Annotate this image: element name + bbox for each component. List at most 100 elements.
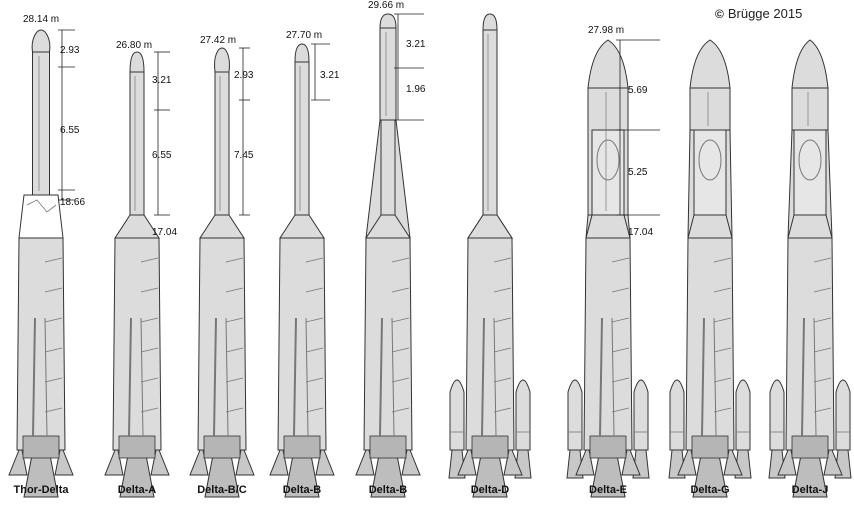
second-stage xyxy=(591,129,625,216)
feed-line xyxy=(611,317,615,437)
feed-line xyxy=(379,317,383,437)
rocket-drawing xyxy=(104,51,170,498)
rocket-name: Delta-B xyxy=(282,484,322,496)
dimension-label: 5.25 xyxy=(628,167,648,178)
feed-line xyxy=(481,317,485,437)
stage-rib xyxy=(493,287,512,293)
stage-rib xyxy=(611,317,630,323)
fin-left xyxy=(575,443,595,476)
fin-right xyxy=(723,443,743,476)
upper-stage xyxy=(129,71,145,216)
upper-stage xyxy=(689,87,731,131)
stage-rib xyxy=(611,347,630,353)
stage-rib xyxy=(391,407,410,413)
stage-rib xyxy=(44,257,63,263)
nose-cone xyxy=(214,47,230,73)
rocket-drawing xyxy=(768,39,852,498)
booster xyxy=(567,379,583,451)
stage-rib xyxy=(305,377,324,383)
rocket-name: Delta-A xyxy=(117,484,157,496)
feed-line xyxy=(599,317,603,437)
dimension-label: 6.55 xyxy=(60,125,80,136)
dimension-label: 3.21 xyxy=(152,75,172,86)
stage-rib xyxy=(813,347,832,353)
dimension-label: 6.55 xyxy=(152,150,172,161)
stage-rib xyxy=(713,377,732,383)
fin-right xyxy=(621,443,641,476)
nose-cone xyxy=(379,13,397,29)
rocket-name: Delta-B xyxy=(368,484,408,496)
stage-rib xyxy=(140,407,159,413)
upper-stage xyxy=(482,29,498,216)
first-stage xyxy=(785,237,835,451)
feed-line xyxy=(701,317,705,437)
height-label: 29.66 m xyxy=(368,0,404,11)
booster xyxy=(633,379,649,451)
rocket-drawing xyxy=(355,13,421,498)
stage-rib xyxy=(44,377,63,383)
interstage xyxy=(199,214,245,239)
feed-line xyxy=(225,317,229,437)
stage-rib xyxy=(813,377,832,383)
stage-rib xyxy=(44,347,63,353)
copyright-text: Brügge 2015 xyxy=(727,6,803,21)
height-label: 26.80 m xyxy=(116,40,152,51)
engine-section xyxy=(22,435,60,459)
interstage xyxy=(279,214,325,239)
engine-section xyxy=(203,435,241,459)
rocket-drawing xyxy=(8,29,74,498)
dimension-label: 2.93 xyxy=(60,45,80,56)
stage-rib xyxy=(305,317,324,323)
stage-rib xyxy=(225,287,244,293)
stage-rib xyxy=(305,407,324,413)
feed-line xyxy=(801,317,805,437)
fin-right xyxy=(503,443,523,476)
stage-rib xyxy=(305,347,324,353)
feed-line xyxy=(128,317,132,437)
fin-right xyxy=(401,443,421,476)
stage-rib xyxy=(611,377,630,383)
dimension-label: 3.21 xyxy=(320,70,340,81)
fin-left xyxy=(269,443,289,476)
stage-rib xyxy=(493,257,512,263)
first-stage xyxy=(583,237,633,451)
payload-shroud-cutaway xyxy=(18,194,64,239)
stage-rib xyxy=(140,317,159,323)
upper-stage xyxy=(791,87,829,131)
stage-rib xyxy=(225,377,244,383)
copyright-notice: ©Brügge 2015 xyxy=(715,6,802,21)
first-stage xyxy=(685,237,735,451)
upper-stage xyxy=(294,61,310,216)
booster xyxy=(449,379,465,451)
height-label: 27.42 m xyxy=(200,35,236,46)
dimension-label: 17.04 xyxy=(152,227,177,238)
dimension-label: 18.66 xyxy=(60,197,85,208)
first-stage xyxy=(16,237,66,451)
stage-rib xyxy=(713,407,732,413)
stage-rib xyxy=(391,287,410,293)
fin-right xyxy=(150,443,170,476)
nose-cone xyxy=(482,13,498,31)
feed-line xyxy=(213,317,217,437)
feed-line xyxy=(713,317,717,437)
stage-rib xyxy=(140,377,159,383)
propellant-tank xyxy=(698,139,722,181)
rocket-drawing xyxy=(448,13,532,498)
dimension-label: 2.93 xyxy=(234,70,254,81)
height-label: 27.70 m xyxy=(286,30,322,41)
copyright-symbol: © xyxy=(715,7,724,21)
stage-rib xyxy=(493,377,512,383)
engine-section xyxy=(471,435,509,459)
rocket-name: Delta-G xyxy=(690,484,730,496)
upper-stage xyxy=(32,51,50,196)
rocket-name: Delta-B/C xyxy=(197,484,247,496)
fin-right xyxy=(235,443,255,476)
interstage xyxy=(365,214,411,239)
dimension-label: 5.69 xyxy=(628,85,648,96)
fin-left xyxy=(355,443,375,476)
stage-rib xyxy=(140,287,159,293)
fin-left xyxy=(777,443,797,476)
booster xyxy=(735,379,751,451)
fin-right xyxy=(823,443,843,476)
